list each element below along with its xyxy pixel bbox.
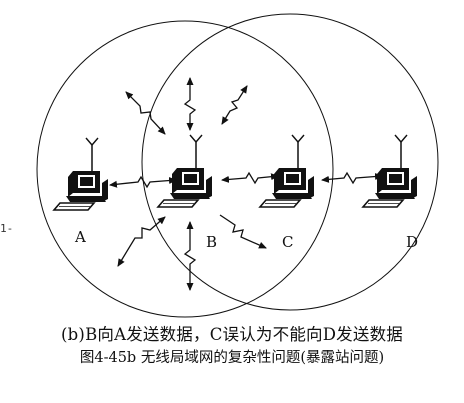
margin-mark: 1- <box>0 222 13 235</box>
coverage-circle-b <box>36 20 334 318</box>
station-d-computer-icon <box>362 134 418 208</box>
coverage-circle-c <box>141 13 439 311</box>
station-b-label: B <box>206 233 217 251</box>
signal-up-arrow <box>183 77 197 131</box>
figure-caption-sub: 图4-45b 无线局域网的复杂性问题(暴露站问题) <box>79 350 385 366</box>
signal-link-c-d <box>321 171 383 185</box>
signal-lower-right-arrow <box>219 214 267 249</box>
signal-link-b-c <box>221 171 279 185</box>
station-a-label: A <box>74 228 86 246</box>
signal-down-arrow <box>183 221 197 291</box>
figure-caption-main: (b)B向A发送数据，C误认为不能向D发送数据 <box>61 325 403 344</box>
station-c-label: C <box>282 233 293 251</box>
station-a-computer-icon <box>53 137 109 211</box>
signal-upper-right-arrow <box>221 85 248 125</box>
signal-lower-left-arrow <box>117 216 166 267</box>
station-b-computer-icon <box>157 134 213 208</box>
signal-link-a-b <box>109 175 177 189</box>
station-c-computer-icon <box>259 134 315 208</box>
station-d-label: D <box>406 233 418 251</box>
signal-upper-left-arrow <box>125 91 166 135</box>
